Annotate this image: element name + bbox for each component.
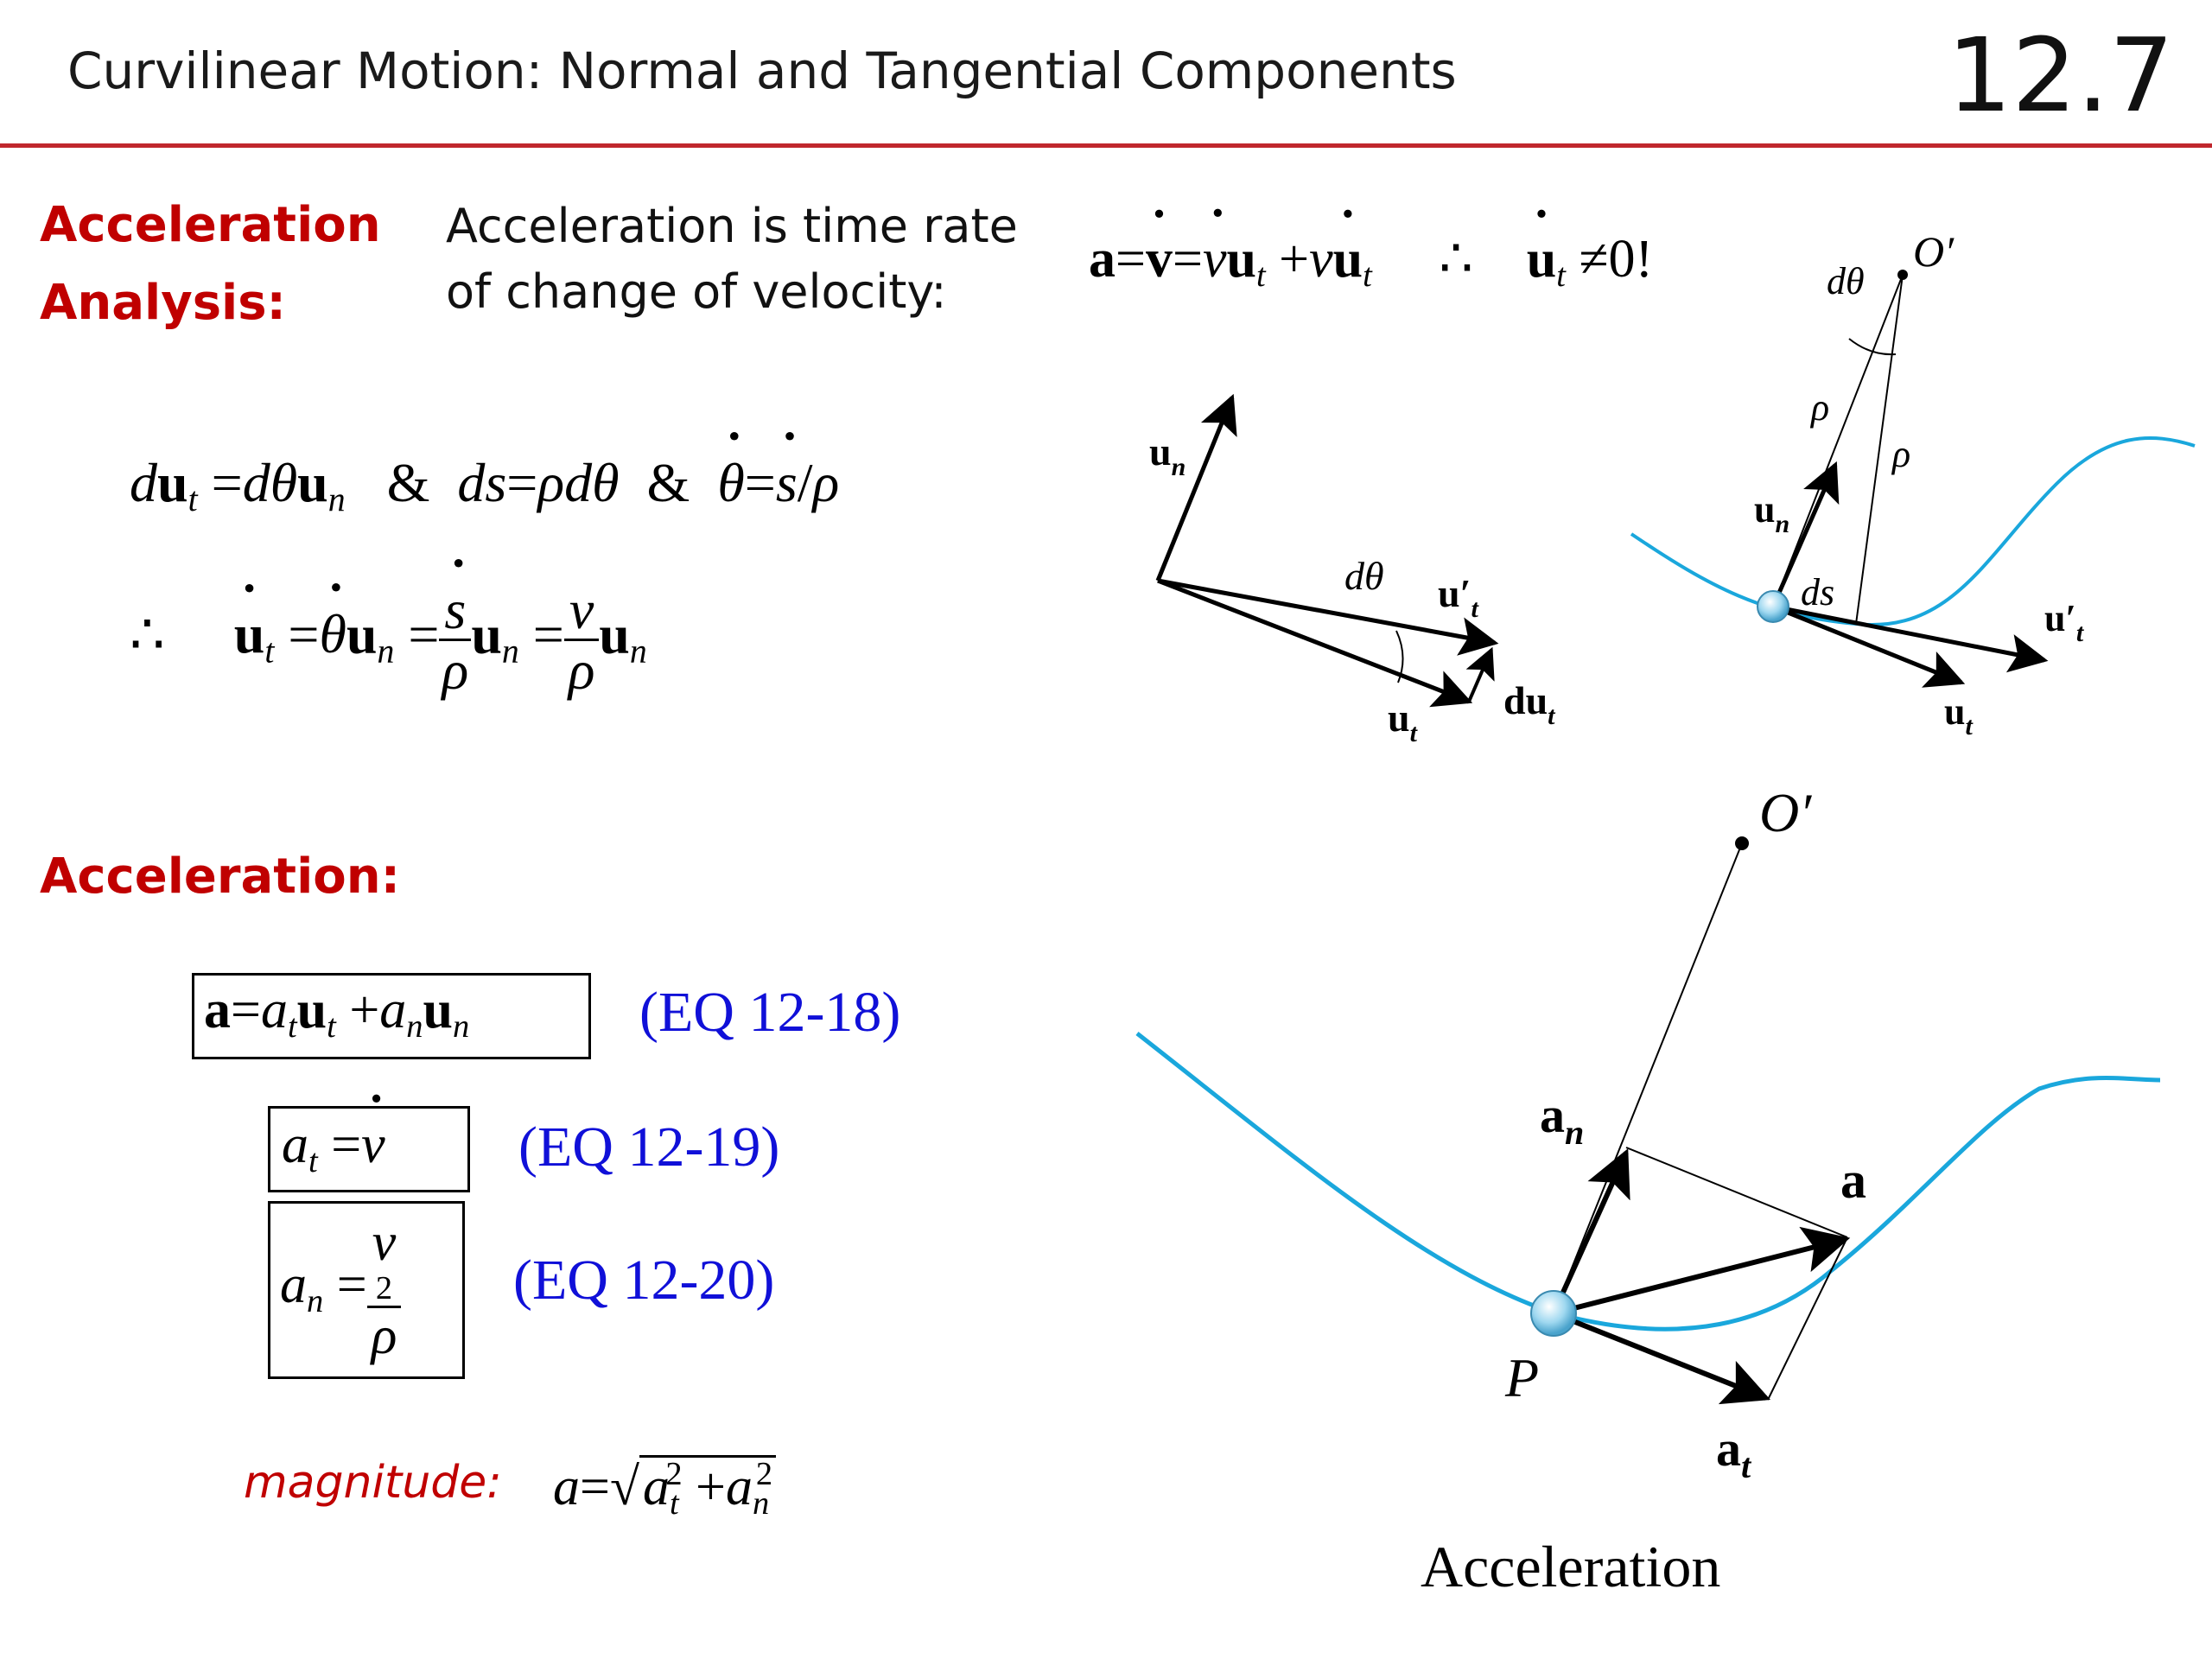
dtheta-arc	[1395, 630, 1404, 683]
un-vector	[1155, 393, 1237, 582]
slide-title: Curvilinear Motion: Normal and Tangentia…	[67, 41, 1457, 100]
particle-P	[1530, 1290, 1577, 1337]
rho-line-1	[1772, 274, 1904, 607]
dtheta-arc-small	[1848, 338, 1897, 356]
label-rho-small-1: ρ	[1809, 386, 1829, 429]
an-vector	[1551, 1148, 1630, 1315]
label-dut: dut	[1503, 678, 1556, 730]
magnitude-label: magnitude:	[244, 1457, 502, 1509]
center-point-large	[1735, 836, 1749, 850]
label-ut: ut	[1388, 696, 1419, 747]
header-divider	[0, 143, 2212, 148]
heading-line-2: Analysis:	[40, 275, 286, 331]
label-P: P	[1504, 1347, 1539, 1408]
magnitude-equation: a=√at2 +an2	[553, 1455, 777, 1522]
parallelogram-top	[1625, 1147, 1848, 1238]
heading-line-1: Acceleration	[40, 197, 381, 253]
figure-caption: Acceleration	[1421, 1534, 1720, 1599]
eq-12-20-ref: (EQ 12-20)	[513, 1249, 775, 1312]
label-ut-small: ut	[1944, 690, 1974, 741]
label-ut-prime: u′t	[1438, 571, 1480, 623]
acceleration-analysis-heading: Acceleration Analysis:	[40, 187, 381, 342]
label-dtheta-small: dθ	[1827, 260, 1865, 302]
ut-prime-vector	[1157, 578, 1499, 656]
eq-12-20-box	[268, 1201, 465, 1379]
label-un: un	[1149, 429, 1185, 481]
path-curve-large	[1135, 1032, 2161, 1332]
rho-line-2	[1855, 274, 1904, 625]
curvature-figure: dθ O′ ρ ρ un ds u′t ut	[1630, 227, 2196, 741]
section-number: 12.7	[1947, 16, 2174, 135]
label-at: at	[1716, 1421, 1752, 1485]
differential-relations-equation: dut =dθun & ds=ρdθ & θ=s/ρ	[130, 451, 839, 519]
label-O-prime-small: O′	[1913, 227, 1955, 276]
path-curve-small	[1630, 435, 2196, 627]
dut-vector	[1465, 646, 1495, 702]
eq-12-18-ref: (EQ 12-18)	[639, 981, 901, 1044]
un-vector-small	[1770, 461, 1840, 608]
label-rho-small-2: ρ	[1891, 433, 1910, 475]
description-line-2: of change of velocity:	[446, 264, 947, 319]
eq-12-18: a=atut +anun	[204, 981, 470, 1045]
acceleration-description: Acceleration is time rate of change of v…	[446, 194, 1018, 325]
ut-prime-vector-small	[1772, 604, 2049, 673]
acceleration-definition-equation: a=v=vut +vut ∴ ut ≠0!	[1089, 226, 1653, 295]
particle-small	[1757, 590, 1789, 623]
ut-vector	[1157, 578, 1473, 708]
eq-12-18-box	[192, 973, 591, 1059]
eq-12-19-ref: (EQ 12-19)	[518, 1116, 780, 1179]
ut-vector-small	[1772, 604, 1966, 688]
label-un-small: un	[1754, 488, 1789, 538]
label-a: a	[1840, 1152, 1866, 1209]
parallelogram-right	[1767, 1236, 1848, 1401]
label-ut-prime-small: u′t	[2044, 597, 2085, 647]
label-O-prime: O′	[1759, 782, 1812, 843]
label-dtheta: dθ	[1344, 554, 1384, 598]
label-an: an	[1540, 1087, 1584, 1152]
center-point-small	[1897, 270, 1908, 280]
a-vector	[1553, 1226, 1851, 1316]
eq-12-19: at =v	[282, 1115, 385, 1180]
description-line-1: Acceleration is time rate	[446, 199, 1018, 253]
label-ds: ds	[1801, 571, 1834, 613]
vector-triangle-figure: un dθ u′t ut dut	[1149, 393, 1556, 747]
at-vector	[1552, 1311, 1771, 1405]
acceleration-figure: O′ an a P at Acceleration	[1135, 782, 2161, 1599]
radius-line	[1553, 842, 1743, 1314]
acceleration-heading: Acceleration:	[40, 849, 400, 905]
